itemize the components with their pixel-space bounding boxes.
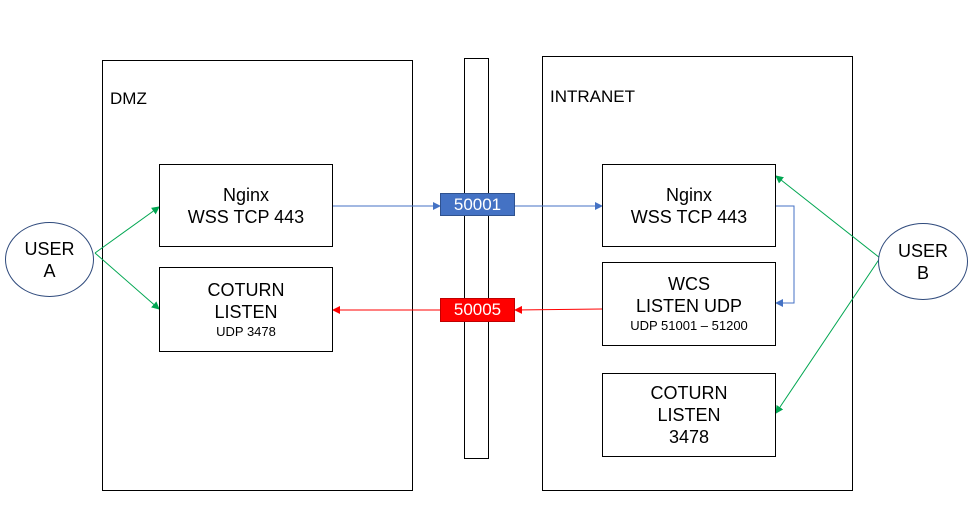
dmz-nginx-protocol: WSS TCP 443 <box>187 206 305 227</box>
link-usera-coturn <box>94 252 160 310</box>
firewall-bar <box>464 58 489 459</box>
intranet-nginx-title: Nginx <box>665 184 713 205</box>
intranet-coturn-title: COTURN <box>650 383 728 403</box>
intranet-label: INTRANET <box>550 87 635 106</box>
dmz-nginx-title: Nginx <box>222 184 270 205</box>
dmz-coturn-title: COTURN <box>207 279 285 300</box>
link-userb-nginx <box>775 175 881 259</box>
dmz-coturn-mode: LISTEN <box>214 301 278 322</box>
intranet-coturn-box: COTURN LISTEN 3478 <box>602 373 776 457</box>
link-usera-nginx <box>94 206 160 254</box>
user-a-line2: A <box>43 260 56 281</box>
dmz-coturn-box: COTURN LISTEN UDP 3478 <box>159 267 333 352</box>
dmz-coturn-port: UDP 3478 <box>216 323 276 339</box>
flow-wcs-to-port <box>514 305 603 314</box>
user-a-node: USER A <box>5 222 94 297</box>
wcs-port-range: UDP 51001 – 51200 <box>630 318 748 333</box>
dmz-label: DMZ <box>110 89 147 108</box>
intranet-coturn-mode: LISTEN <box>657 405 721 425</box>
intranet-nginx-protocol: WSS TCP 443 <box>630 206 748 227</box>
port-badge-inbound: 50001 <box>440 193 515 216</box>
user-a-line1: USER <box>24 238 75 259</box>
wcs-title: WCS <box>668 274 710 294</box>
dmz-nginx-box: Nginx WSS TCP 443 <box>159 164 333 247</box>
intranet-wcs-box: WCS LISTEN UDP UDP 51001 – 51200 <box>602 262 776 346</box>
port-badge-outbound: 50005 <box>440 298 515 322</box>
link-userb-coturn <box>775 257 881 414</box>
user-b-line2: B <box>916 262 929 283</box>
user-b-node: USER B <box>878 223 968 300</box>
intranet-nginx-box: Nginx WSS TCP 443 <box>602 164 776 247</box>
wcs-mode: LISTEN UDP <box>635 296 743 316</box>
user-b-line1: USER <box>897 240 948 261</box>
intranet-coturn-port: 3478 <box>668 427 710 447</box>
flow-nginx-to-wcs <box>775 205 795 307</box>
